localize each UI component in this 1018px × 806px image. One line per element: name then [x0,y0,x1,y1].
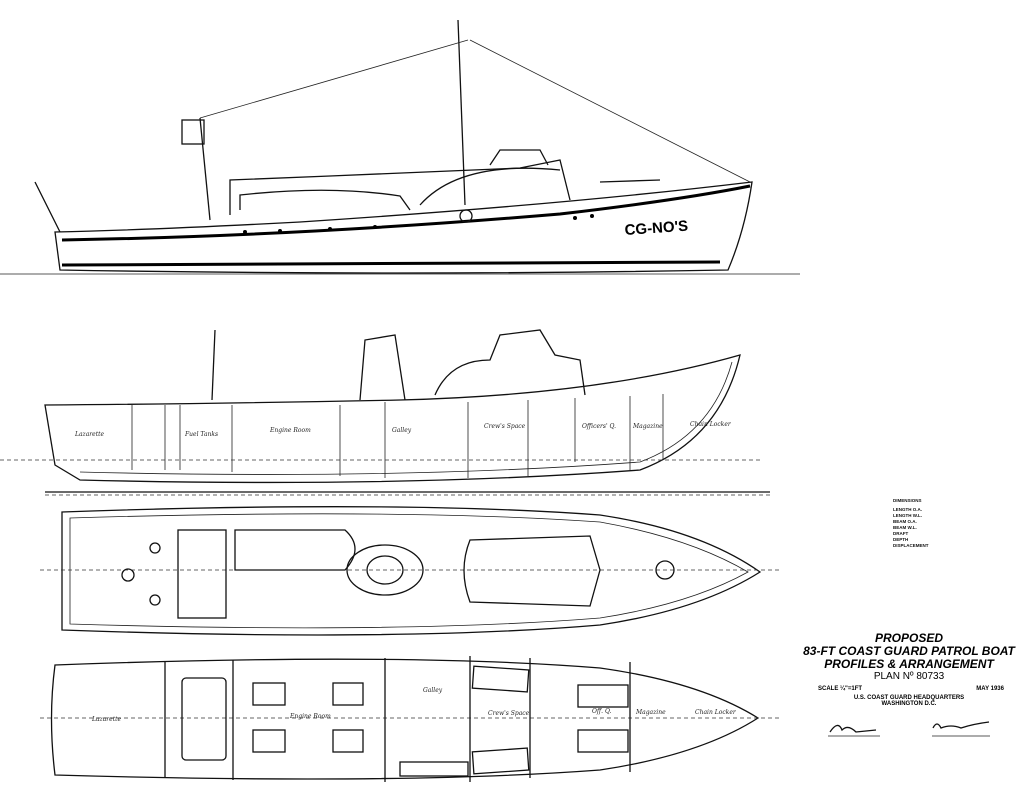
flagstaff [34,181,61,233]
label-galley: Galley [392,427,412,434]
label-engine-room-plan: Engine Room [289,713,331,720]
title-boat: 83-FT COAST GUARD PATROL BOAT [803,644,1015,658]
dimension-row: BEAM O.A. [893,519,917,524]
funnel-plan [346,544,424,596]
label-crews-space: Crew's Space [484,423,526,430]
label-chain-locker-plan: Chain Locker [695,709,737,716]
date-text: MAY 1936 [976,686,1004,692]
label-magazine: Magazine [632,423,663,430]
title-proposed: PROPOSED [874,631,943,645]
mast-stub [211,329,216,401]
scale-text: SCALE ¼"=1FT [818,686,863,692]
skylight [234,529,356,571]
lower-deck-plan: Lazarette Engine Room Galley Crew's Spac… [40,656,780,782]
plan-number: PLAN Nº 80733 [873,671,945,682]
label-galley-plan: Galley [423,687,443,694]
pilothouse-section [434,329,586,396]
dimension-row: BEAM W.L. [893,525,917,530]
label-chain-locker: Chain Locker [690,421,732,428]
signature-right [932,721,990,729]
inboard-hull [44,354,741,484]
mast [457,19,466,206]
label-engine-room: Engine Room [269,427,311,434]
deckhouse [229,159,571,215]
stay [199,39,469,119]
dimension-row: DISPLACEMENT [893,543,929,548]
city: WASHINGTON D.C. [881,701,937,707]
dimension-row: LENGTH W.L. [893,513,922,518]
label-lazarette: Lazarette [74,431,105,438]
dimension-row: LENGTH O.A. [893,507,922,512]
organization: U.S. COAST GUARD HEADQUARTERS [853,695,965,701]
hatch-forward [655,560,675,580]
label-fuel-tanks: Fuel Tanks [184,431,218,438]
label-lazarette-plan: Lazarette [91,716,122,723]
label-officers-plan: Off. Q. [592,708,612,715]
engine-hatch [177,529,227,619]
life-ring [459,209,473,223]
hull-number: CG-NO'S [624,218,689,239]
label-magazine-plan: Magazine [635,709,666,716]
pilothouse-plan [463,535,601,607]
outboard-profile: CG-NO'S [0,19,800,275]
stairs [399,761,469,777]
title-block: PROPOSED 83-FT COAST GUARD PATROL BOAT P… [800,631,1018,708]
dimension-row: DEPTH [893,537,909,542]
lower-outline [50,658,760,780]
sheer-line [61,184,751,242]
label-crews-space-plan: Crew's Space [488,710,530,717]
deck-plan [40,506,780,636]
gun [599,179,661,183]
pilothouse [489,149,549,166]
dimensions-table: DIMENSIONS LENGTH O.A. LENGTH W.L. BEAM … [893,498,929,549]
davit [181,119,205,145]
funnel [359,334,406,401]
dimensions-heading: DIMENSIONS [893,498,922,503]
label-officers-q: Officers' Q. [582,423,616,430]
hull [54,181,753,274]
boat-on-deck [239,189,411,211]
boot-stripe [61,260,721,267]
inboard-profile: Lazarette Fuel Tanks Engine Room Galley … [0,329,770,496]
signature-left [829,724,877,733]
dimension-row: DRAFT [893,531,909,536]
deck-outline [61,506,762,636]
boom-post [199,117,211,221]
title-profiles: PROFILES & ARRANGEMENT [824,657,994,671]
